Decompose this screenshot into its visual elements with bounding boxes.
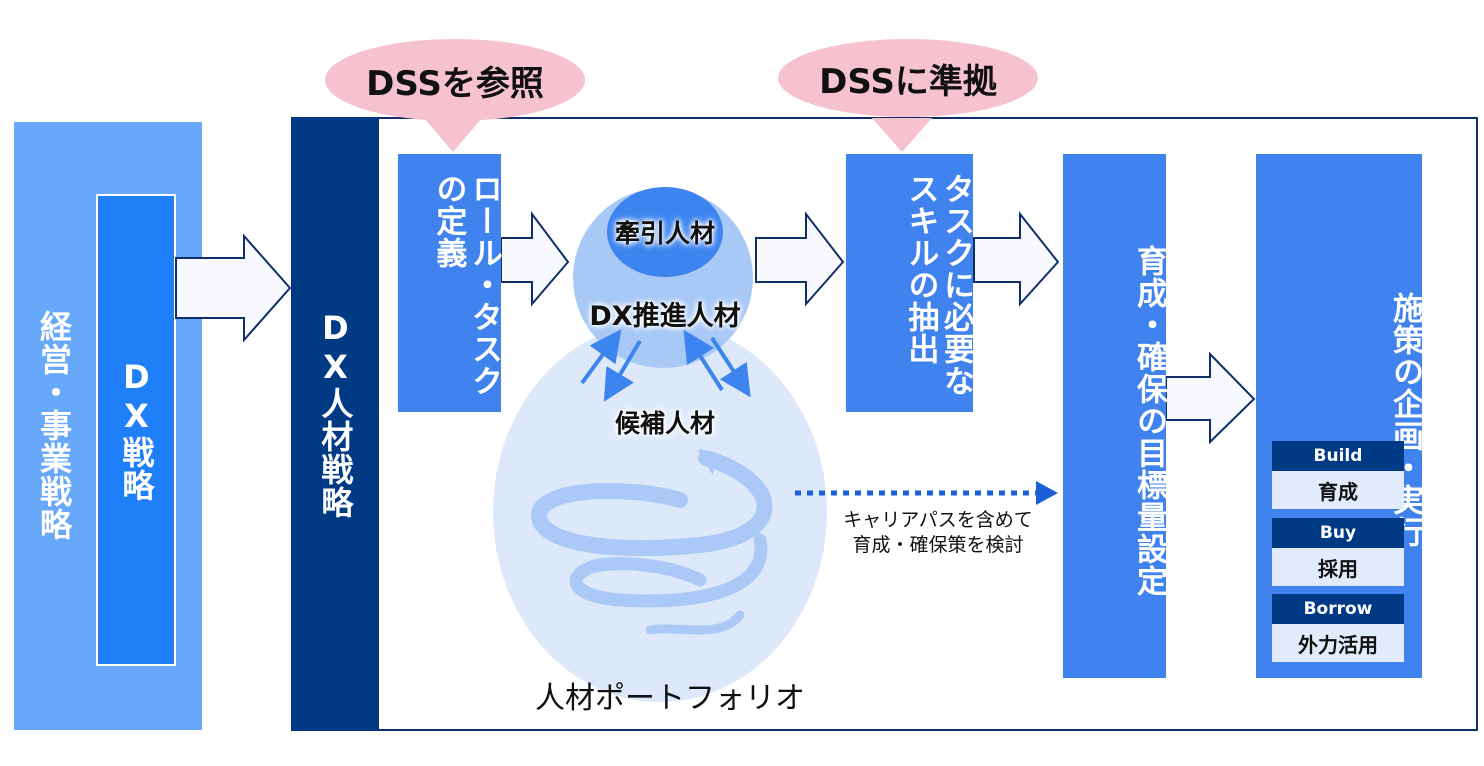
option-buy: Buy 採用 (1272, 518, 1404, 586)
step-label: ロール・タスクの定義 (430, 173, 502, 397)
leader-talent-label: 牽引人材 (614, 219, 715, 248)
arrow-up-right (683, 329, 724, 392)
callout-comply-dss: DSSに準拠 (778, 39, 1038, 117)
callout-refer-label: DSSを参照 (366, 63, 544, 104)
dx-hr-strategy-block: DX人材戦略 (291, 117, 379, 731)
option-en: Build (1272, 441, 1404, 471)
arrow-up-left (580, 329, 622, 385)
dx-strategy-label: DX戦略 (117, 358, 156, 502)
option-ja: 外力活用 (1272, 624, 1404, 662)
callout-comply-label: DSSに準拠 (819, 61, 997, 102)
arrow-step1-to-portfolio (500, 211, 570, 307)
step-label: 施策の企画・実行 (1387, 292, 1423, 548)
arrow-down-left (603, 339, 642, 402)
business-strategy-label: 経営・事業戦略 (35, 309, 73, 541)
callout-refer-dss: DSSを参照 (325, 39, 585, 121)
option-ja: 育成 (1272, 471, 1404, 509)
arrow-step2-to-step3 (973, 211, 1060, 307)
arrow-step3-to-step4 (1165, 351, 1256, 445)
career-spiral-icon (531, 448, 773, 635)
dx-hr-strategy-label: DX人材戦略 (316, 309, 355, 519)
step-label: タスクに必要なスキルの抽出 (902, 173, 974, 397)
arrow-dx-to-hr (175, 233, 292, 343)
step-target-setting: 育成・確保の目標量設定 (1063, 154, 1167, 678)
arrow-down-right (710, 336, 751, 398)
callout-pointer-refer (424, 118, 482, 152)
step-role-task-definition: ロール・タスクの定義 (398, 154, 502, 412)
portfolio-circle (493, 322, 827, 702)
step-label: 育成・確保の目標量設定 (1131, 245, 1167, 597)
career-arrowhead (1036, 481, 1058, 505)
dx-strategy-block: DX戦略 (96, 194, 176, 666)
option-ja: 採用 (1272, 548, 1404, 586)
career-path-note: キャリアパスを含めて育成・確保策を検討 (843, 509, 1033, 556)
step-plan-execute: 施策の企画・実行 (1256, 154, 1423, 678)
step-skill-extraction: タスクに必要なスキルの抽出 (846, 154, 974, 412)
candidate-talent-label: 候補人材 (614, 409, 715, 438)
option-build: Build 育成 (1272, 441, 1404, 509)
portfolio-title: 人材ポートフォリオ (535, 681, 805, 716)
promoter-talent-label: DX推進人材 (589, 301, 741, 332)
leader-circle (607, 187, 723, 277)
option-borrow: Borrow 外力活用 (1272, 594, 1404, 662)
option-en: Borrow (1272, 594, 1404, 624)
callout-pointer-comply (872, 118, 932, 152)
option-en: Buy (1272, 518, 1404, 548)
arrow-portfolio-to-step2 (755, 211, 845, 307)
